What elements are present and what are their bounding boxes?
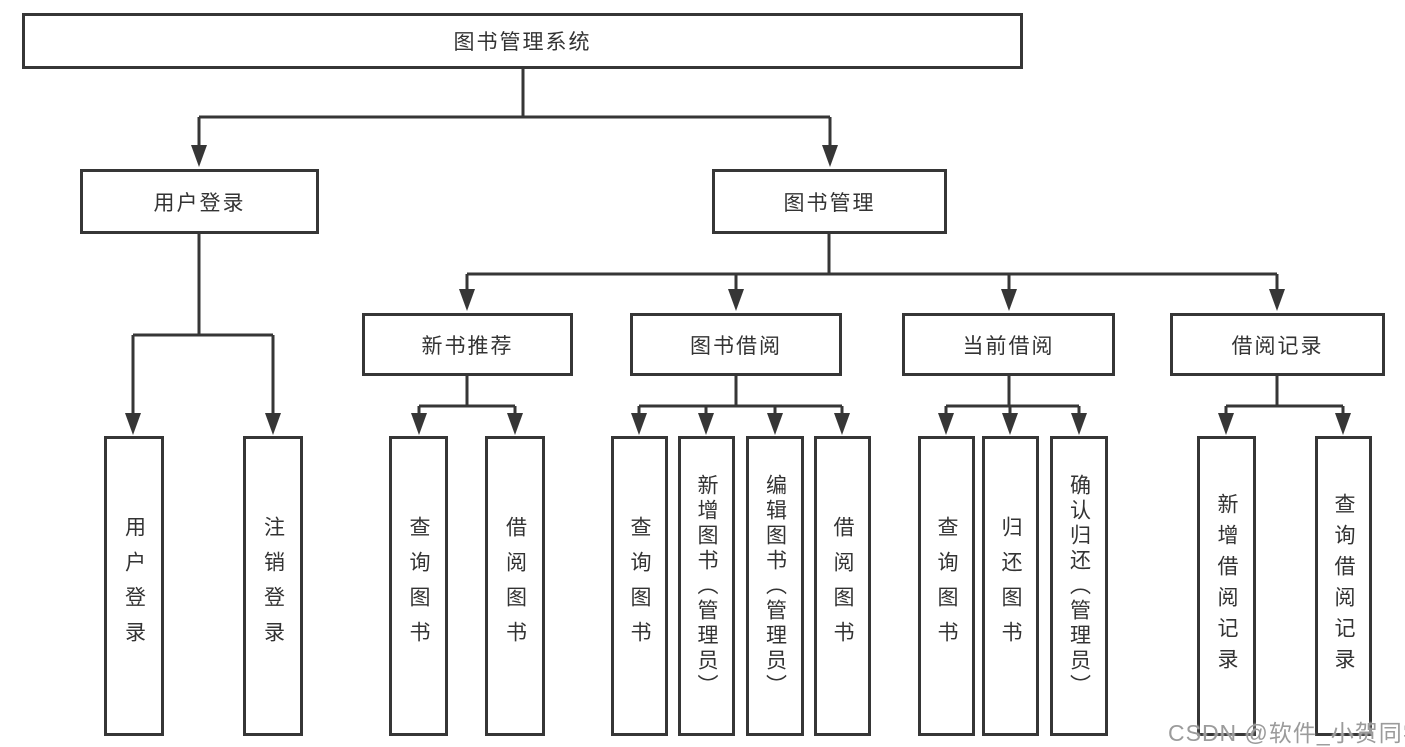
leaf-add-books-admin: 新增图书（管理员） xyxy=(678,436,735,736)
leaf-label: 编辑图书（管理员） xyxy=(763,473,787,699)
leaf-borrow-books: 借阅图书 xyxy=(814,436,871,736)
leaf-user-login: 用户登录 xyxy=(104,436,164,736)
leaf-query-books: 查询图书 xyxy=(918,436,975,736)
leaf-add-borrow-record: 新增借阅记录 xyxy=(1197,436,1256,736)
node-library-management-system: 图书管理系统 xyxy=(22,13,1023,69)
node-book-borrowing: 图书借阅 xyxy=(630,313,842,376)
node-label: 图书借阅 xyxy=(690,334,782,358)
leaf-logout: 注销登录 xyxy=(243,436,303,736)
node-label: 用户登录 xyxy=(153,191,246,215)
leaf-label: 新增图书（管理员） xyxy=(695,473,718,699)
leaf-confirm-return-admin: 确认归还（管理员） xyxy=(1050,436,1108,736)
node-current-borrowing: 当前借阅 xyxy=(902,313,1115,376)
leaf-query-books: 查询图书 xyxy=(389,436,448,736)
node-label: 当前借阅 xyxy=(962,334,1055,358)
leaf-label: 查询图书 xyxy=(628,516,651,656)
leaf-borrow-books: 借阅图书 xyxy=(485,436,545,736)
leaf-label: 借阅图书 xyxy=(831,516,854,656)
leaf-label: 查询图书 xyxy=(935,516,958,656)
arrowheads xyxy=(125,145,1351,435)
node-label: 借阅记录 xyxy=(1231,334,1324,358)
leaf-return-books: 归还图书 xyxy=(982,436,1039,736)
leaf-label: 借阅图书 xyxy=(503,516,527,656)
node-borrowing-records: 借阅记录 xyxy=(1170,313,1385,376)
node-new-book-recommendation: 新书推荐 xyxy=(362,313,573,376)
leaf-label: 用户登录 xyxy=(122,516,146,656)
leaf-label: 归还图书 xyxy=(999,516,1022,656)
leaf-label: 确认归还（管理员） xyxy=(1067,473,1091,699)
node-label: 图书管理系统 xyxy=(453,31,592,54)
node-book-management: 图书管理 xyxy=(712,169,947,234)
leaf-label: 注销登录 xyxy=(261,516,285,656)
node-label: 图书管理 xyxy=(783,191,876,215)
leaf-edit-books-admin: 编辑图书（管理员） xyxy=(746,436,804,736)
leaf-query-borrow-record: 查询借阅记录 xyxy=(1315,436,1372,736)
csdn-watermark: CSDN @软件_小贺同学 xyxy=(1168,720,1405,746)
leaf-label: 查询图书 xyxy=(407,516,430,656)
node-label: 新书推荐 xyxy=(421,334,514,358)
leaf-label: 查询借阅记录 xyxy=(1332,493,1355,679)
leaf-label: 新增借阅记录 xyxy=(1215,493,1238,679)
node-user-login: 用户登录 xyxy=(80,169,319,234)
leaf-query-books: 查询图书 xyxy=(611,436,668,736)
